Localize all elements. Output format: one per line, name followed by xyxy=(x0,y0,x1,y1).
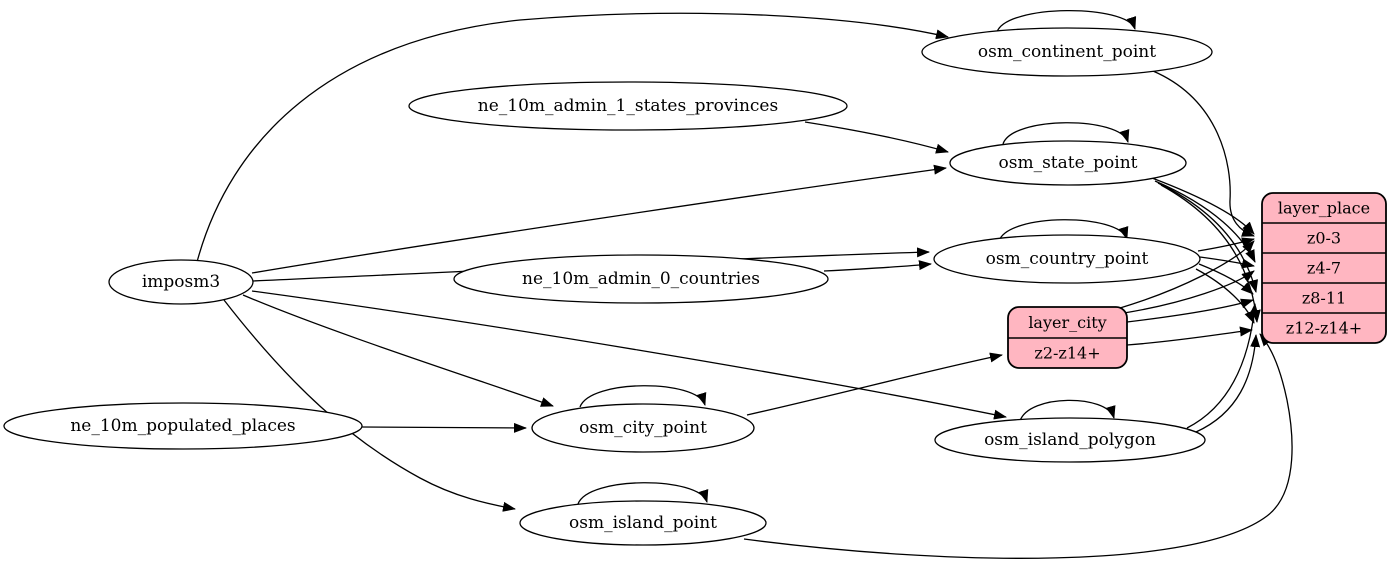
table-label: ne_10m_populated_places xyxy=(70,416,295,436)
edge-osm_city_point->layer_city#z2-z14+ xyxy=(746,352,1003,416)
record-row-z12-z14+: z12-z14+ xyxy=(1286,319,1362,338)
edge-layer_city->layer_place#z0-3 xyxy=(1119,240,1255,309)
edge-osm_state_point->layer_place#z4-7 xyxy=(1154,180,1256,263)
edge-imposm3->osm_island_point xyxy=(223,299,516,512)
node-layer_place: layer_place z0-3 z4-7 z8-11 z12-z14+ xyxy=(1261,192,1387,344)
table-label: osm_island_polygon xyxy=(984,430,1156,450)
table-label: osm_city_point xyxy=(579,418,707,438)
edge-imposm3->osm_state_point xyxy=(251,164,947,274)
table-label: osm_continent_point xyxy=(978,42,1156,62)
table-ellipse xyxy=(453,254,829,304)
table-label: ne_10m_admin_0_countries xyxy=(522,269,760,289)
edge-osm_continent_point->osm_continent_point xyxy=(996,9,1137,33)
node-osm_island_point: osm_island_point xyxy=(519,500,767,546)
edge-layer_city->layer_place#z4-7 xyxy=(1123,270,1255,314)
record-row-z4-7: z4-7 xyxy=(1307,259,1341,278)
record-row-z2-z14+: z2-z14+ xyxy=(1034,344,1100,363)
edge-osm_country_point->layer_place#z8-11 xyxy=(1198,263,1254,295)
edge-imposm3->osm_continent_point xyxy=(196,12,949,263)
node-layer_city: layer_city z2-z14+ xyxy=(1007,306,1128,369)
node-osm_country_point: osm_country_point xyxy=(933,234,1201,284)
edge-osm_country_point->osm_country_point xyxy=(998,219,1129,242)
edge-osm_island_polygon->layer_place#z8-11 xyxy=(1186,303,1259,429)
table-label: osm_island_point xyxy=(569,513,717,533)
edge-imposm3->osm_city_point xyxy=(242,294,554,407)
table-ellipse xyxy=(108,259,254,305)
edge-osm_country_point->layer_place#z4-7 xyxy=(1199,256,1255,269)
table-ellipse xyxy=(3,402,363,450)
node-ne_10m_admin_0_countries: ne_10m_admin_0_countries xyxy=(453,254,829,304)
table-ellipse xyxy=(519,500,767,546)
table-ellipse xyxy=(921,27,1213,77)
table-label: imposm3 xyxy=(142,272,220,292)
edge-osm_city_point->osm_city_point xyxy=(579,385,707,408)
node-ne_10m_populated_places: ne_10m_populated_places xyxy=(3,402,363,450)
table-ellipse xyxy=(933,234,1201,284)
table-ellipse xyxy=(408,81,848,131)
edge-osm_continent_point->layer_place#z0-3 xyxy=(1152,70,1255,237)
node-osm_continent_point: osm_continent_point xyxy=(921,27,1213,77)
edge-osm_island_point->layer_place#z12-z14+ xyxy=(743,333,1293,559)
edge-osm_state_point->osm_state_point xyxy=(1002,122,1130,145)
node-osm_state_point: osm_state_point xyxy=(949,140,1187,186)
node-osm_island_polygon: osm_island_polygon xyxy=(934,417,1206,463)
table-label: osm_country_point xyxy=(986,249,1149,269)
edge-osm_state_point->layer_place#z0-3 xyxy=(1151,177,1255,235)
edge-layer_city->layer_place#z12-z14+ xyxy=(1126,326,1253,346)
record-row-z8-11: z8-11 xyxy=(1302,289,1346,308)
table-ellipse xyxy=(934,417,1206,463)
record-row-z0-3: z0-3 xyxy=(1307,229,1341,248)
edge-ne_10m_populated_places->osm_city_point xyxy=(361,422,527,433)
table-ellipse xyxy=(949,140,1187,186)
layer-title: layer_city xyxy=(1028,313,1106,332)
node-imposm3: imposm3 xyxy=(108,259,254,305)
edge-osm_country_point->layer_place#z0-3 xyxy=(1197,237,1255,252)
edge-imposm3->osm_island_polygon xyxy=(251,290,1007,420)
nodes-layer: imposm3 ne_10m_admin_1_states_provincesne… xyxy=(3,27,1387,546)
edges-layer xyxy=(196,9,1293,559)
table-label: ne_10m_admin_1_states_provinces xyxy=(478,96,778,116)
table-ellipse xyxy=(531,403,755,453)
table-label: osm_state_point xyxy=(999,153,1138,173)
edge-ne_10m_admin_1_states_provinces->osm_state_point xyxy=(804,121,949,154)
edge-ne_10m_admin_0_countries->osm_country_point xyxy=(823,260,932,272)
edge-osm_island_polygon->layer_place#z12-z14+ xyxy=(1195,334,1261,433)
node-osm_city_point: osm_city_point xyxy=(531,403,755,453)
layer-record-box xyxy=(1261,192,1387,344)
edge-osm_island_polygon->osm_island_polygon xyxy=(1019,399,1116,422)
layer-title: layer_place xyxy=(1278,199,1370,218)
edge-layer_city->layer_place#z8-11 xyxy=(1126,298,1254,323)
edge-osm_island_point->osm_island_point xyxy=(577,482,709,505)
node-ne_10m_admin_1_states_provinces: ne_10m_admin_1_states_provinces xyxy=(408,81,848,131)
